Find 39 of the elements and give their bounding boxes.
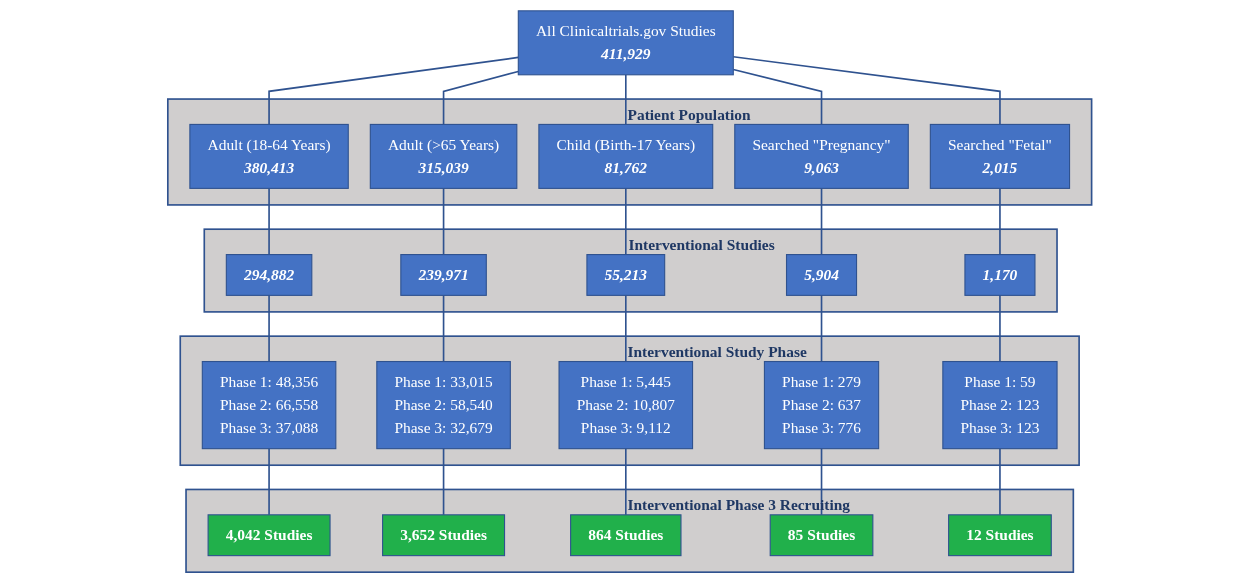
connector [998, 294, 1001, 363]
connector [820, 187, 823, 256]
connector [268, 447, 270, 516]
node-box: 12 Studies [947, 514, 1052, 557]
node-box: 294,882 [225, 254, 313, 296]
node-box: 55,213 [586, 254, 665, 296]
node-box: Phase 1: 279 Phase 2: 637 Phase 3: 776 [763, 360, 879, 450]
node-box: 4,042 Studies [207, 514, 331, 557]
connector [624, 294, 627, 363]
node-box: Searched "Pregnancy" 9,063 [734, 123, 909, 189]
node-box: Phase 1: 33,015 Phase 2: 58,540 Phase 3: 32,679 [376, 360, 511, 450]
node-box: 85 Studies [769, 514, 874, 557]
connector [624, 447, 627, 516]
node-box: Phase 1: 5,445 Phase 2: 10,807 Phase 3: 9,112 [558, 360, 693, 450]
connector [998, 447, 1001, 516]
connector [624, 187, 627, 256]
connector [624, 73, 627, 126]
connector [268, 294, 270, 363]
node-box: 864 Studies [569, 514, 682, 557]
node-box: 3,652 Studies [381, 514, 505, 557]
node-box: 5,904 [785, 254, 857, 296]
node-box: Phase 1: 59 Phase 2: 123 Phase 3: 123 [942, 360, 1058, 450]
node-box: Child (Birth-17 Years) 81,762 [538, 123, 714, 189]
connector [442, 447, 445, 516]
connector [268, 56, 519, 126]
node-box: Adult (>65 Years) 315,039 [369, 123, 518, 189]
node-box: Searched "Fetal" 2,015 [929, 123, 1070, 189]
node-box: 1,170 [964, 254, 1036, 296]
node-box: Phase 1: 48,356 Phase 2: 66,558 Phase 3: 37,088 [201, 360, 337, 450]
node-box: Adult (18-64 Years) 380,413 [189, 123, 349, 189]
connector [820, 294, 823, 363]
connector [442, 70, 519, 126]
node-box: 239,971 [400, 254, 487, 296]
connector [442, 294, 445, 363]
connector [442, 187, 445, 256]
connector [998, 187, 1001, 256]
connector [820, 447, 823, 516]
connector [268, 187, 270, 256]
node-box: All Clinicaltrials.gov Studies 411,929 [517, 10, 734, 76]
